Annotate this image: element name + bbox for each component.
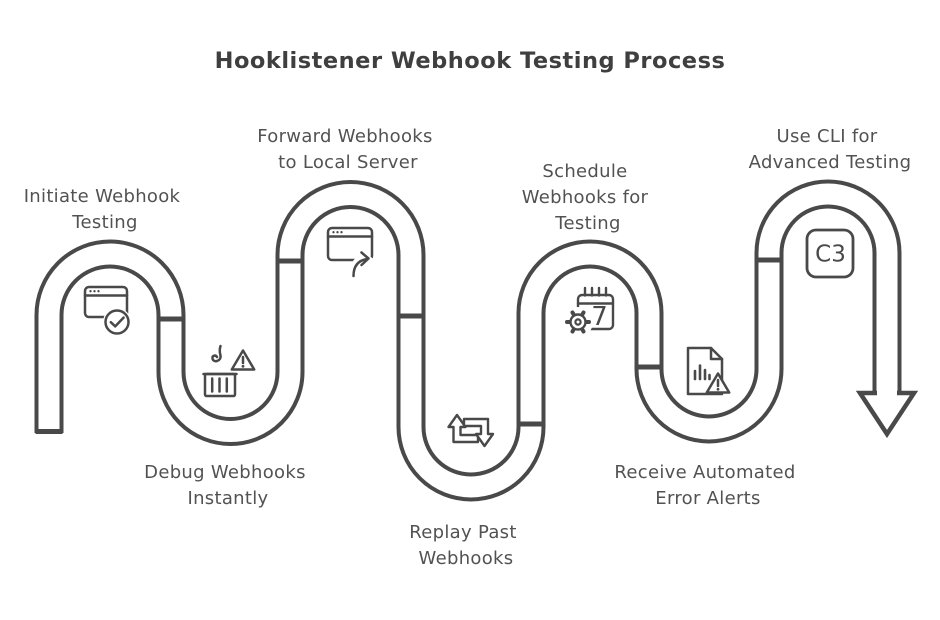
browser-dots (89, 290, 100, 293)
crane-container-warning-icon (202, 344, 256, 398)
forward-arrow-head (360, 251, 370, 267)
crane-hook (211, 344, 222, 363)
flow-path (34, 179, 919, 502)
gear-body (569, 313, 587, 331)
warning-triangle-icon (230, 349, 256, 371)
step-label-4: Replay Past Webhooks (409, 522, 522, 569)
cli-box-label: C3 (815, 242, 846, 268)
step-label-2: Debug Webhooks Instantly (144, 462, 312, 509)
step-label-7: Use CLI for Advanced Testing (749, 126, 912, 173)
cli-box-icon: C3 (805, 228, 855, 279)
step-labels: Initiate Webhook Testing Debug Webhooks … (24, 126, 912, 569)
document-fold (709, 346, 724, 361)
browser-check-icon (83, 285, 131, 336)
calendar-day-number: 7 (591, 302, 608, 332)
check-mark (109, 316, 125, 328)
browser-forward-arrow-icon (326, 226, 377, 281)
arrow-seam-patch (877, 388, 897, 396)
step-icons: 7 (83, 226, 855, 448)
bar-chart (693, 364, 711, 381)
step-label-5: Schedule Webhooks for Testing (522, 161, 655, 234)
step-label-1: Initiate Webhook Testing (24, 186, 187, 233)
gear-center (574, 318, 582, 326)
replay-loop-icon (447, 413, 495, 448)
forward-arrow-curve (352, 257, 369, 278)
page-title: Hooklistener Webhook Testing Process (215, 48, 726, 74)
report-warning-icon (686, 346, 731, 396)
step-label-3: Forward Webhooks to Local Server (257, 126, 438, 173)
step-label-6: Receive Automated Error Alerts (614, 462, 801, 509)
replay-down-arrow (462, 417, 495, 448)
container (203, 372, 237, 398)
flow-tube-inner (38, 183, 898, 498)
browser-dots (332, 231, 343, 234)
warning-triangle-icon (705, 372, 731, 394)
calendar-gear-icon: 7 (563, 286, 615, 337)
segment-dividers (35, 257, 784, 434)
